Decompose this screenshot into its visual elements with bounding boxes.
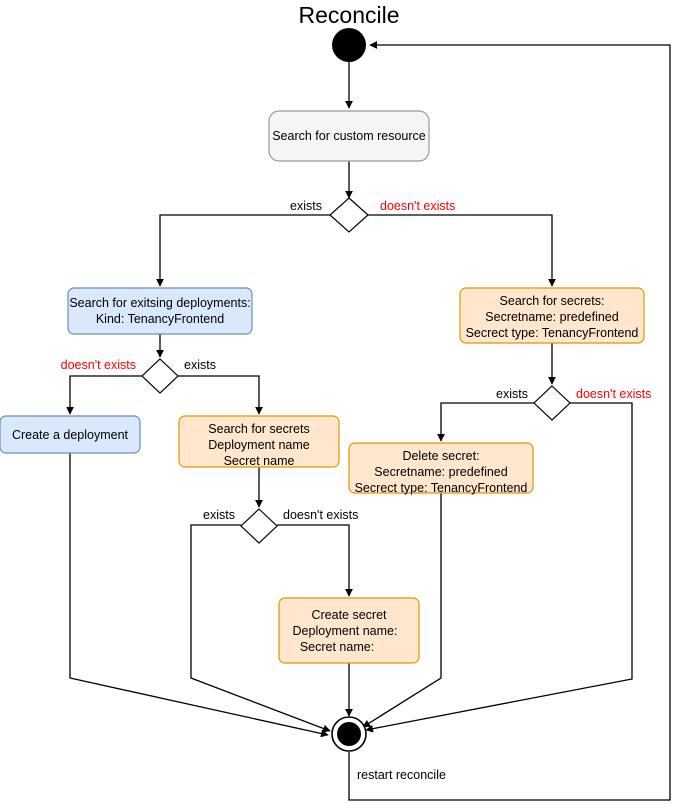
edge-delete-secret-to-end: [362, 493, 442, 728]
node-search-existing-deployments[interactable]: Search for exitsing deployments: Kind: T…: [67, 287, 253, 335]
edge-label-d3-exists: exists: [496, 387, 528, 401]
node-create-a-deployment[interactable]: Create a deployment: [0, 415, 141, 454]
node-search-secrets-predefined-line1: Search for secrets:: [500, 294, 605, 308]
edge-d4-exists-to-end: [190, 524, 331, 733]
decision-custom-resource-exists[interactable]: [329, 197, 369, 233]
edge-label-d3-not-exists: doesn't exists: [576, 387, 651, 401]
node-delete-secret-line1: Delete secret:: [402, 449, 479, 463]
edge-label-d1-exists: exists: [290, 199, 322, 213]
node-create-secret-line3: Secret name:: [300, 640, 374, 654]
node-search-secrets-predefined[interactable]: Search for secrets: Secretname: predefin…: [459, 287, 645, 344]
node-search-existing-deployments-line1: Search for exitsing deployments:: [69, 296, 250, 310]
page-title: Reconcile: [299, 2, 400, 28]
node-create-secret-line2: Deployment name:: [293, 624, 398, 638]
node-delete-secret-line3: Secrect type: TenancyFrontend: [355, 481, 528, 495]
node-search-secrets-deployment-line1: Search for secrets: [208, 422, 309, 436]
edge-d4-not-exists-to-create-secret: [277, 524, 353, 597]
node-create-secret[interactable]: Create secret Deployment name: Secret na…: [278, 597, 420, 664]
edge-d2-not-exists-to-create-deployment: [66, 375, 142, 415]
node-search-custom-resource-label: Search for custom resource: [272, 129, 426, 143]
edge-d1-not-exists-to-search-secrets-right: [368, 214, 556, 287]
edge-d2-exists-to-search-secrets-mid: [178, 375, 263, 415]
edge-create-deployment-to-end: [69, 453, 329, 738]
node-search-secrets-deployment-line2: Deployment name: [208, 438, 309, 452]
edge-label-d1-not-exists: doesn't exists: [380, 199, 455, 213]
edge-restart-reconcile-loop: [348, 41, 671, 801]
edge-d3-not-exists-to-end: [365, 402, 633, 733]
node-create-a-deployment-label: Create a deployment: [12, 428, 129, 442]
decision-secret-exists-right[interactable]: [533, 385, 571, 421]
edge-label-d4-not-exists: doesn't exists: [283, 508, 358, 522]
node-search-secrets-predefined-line3: Secrect type: TenancyFrontend: [466, 326, 639, 340]
start-node: [332, 28, 366, 62]
edge-d3-exists-to-delete-secret: [437, 402, 534, 442]
node-delete-secret-line2: Secretname: predefined: [374, 465, 507, 479]
decision-secret-exists-mid[interactable]: [240, 508, 278, 544]
edge-label-d2-exists: exists: [184, 358, 216, 372]
edge-d1-exists-to-search-deployments: [156, 214, 330, 287]
node-search-custom-resource[interactable]: Search for custom resource: [268, 110, 430, 162]
decision-deployment-exists[interactable]: [141, 358, 179, 394]
node-search-secrets-deployment-line3: Secret name: [224, 454, 295, 468]
node-search-existing-deployments-line2: Kind: TenancyFrontend: [96, 312, 224, 326]
node-search-secrets-deployment[interactable]: Search for secrets Deployment name Secre…: [178, 415, 340, 468]
edge-label-restart-reconcile: restart reconcile: [357, 768, 446, 782]
node-delete-secret[interactable]: Delete secret: Secretname: predefined Se…: [348, 442, 534, 495]
end-node: [331, 716, 367, 752]
node-create-secret-line1: Create secret: [311, 608, 387, 622]
node-search-secrets-predefined-line2: Secretname: predefined: [485, 310, 618, 324]
edge-label-d2-not-exists: doesn't exists: [61, 358, 136, 372]
edge-label-d4-exists: exists: [203, 508, 235, 522]
